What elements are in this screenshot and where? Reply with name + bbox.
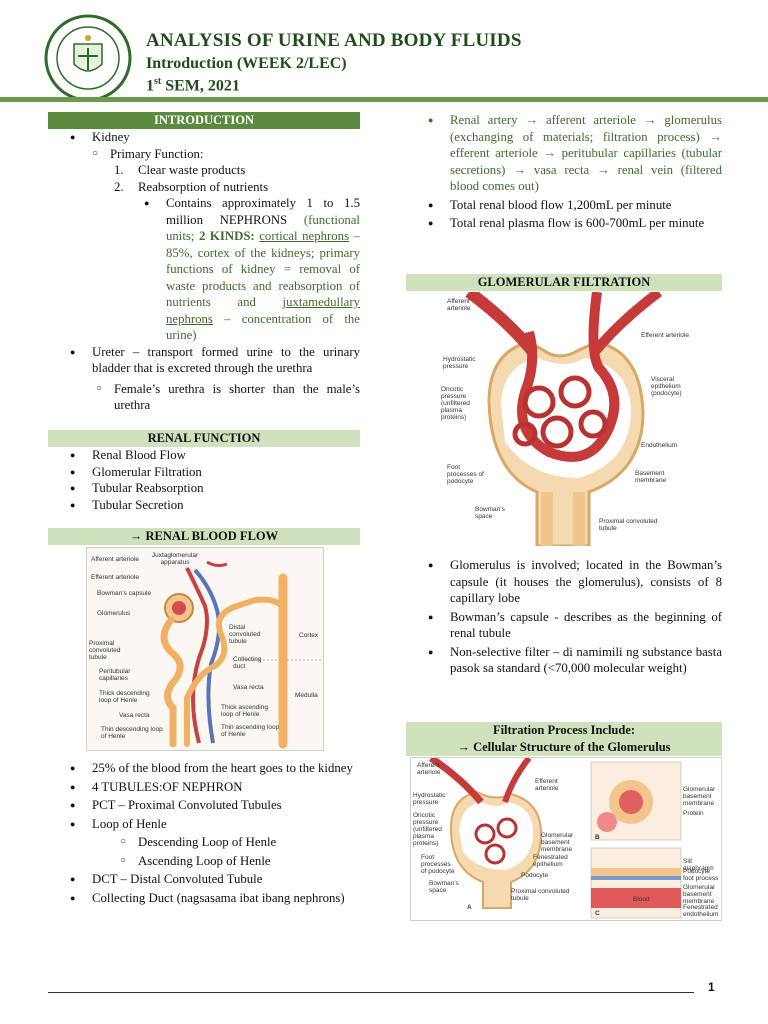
glomerulus-figure: Afferent arteriole Efferent arteriole Hy… <box>429 292 699 546</box>
cellular-structure-figure: Afferent arteriole Efferent arteriole Hy… <box>410 757 722 921</box>
list-item: Non-selective filter – di namimili ng su… <box>428 644 722 677</box>
list-item: Bowman’s capsule - describes as the begi… <box>428 609 722 642</box>
nephron-blood-flow-figure: Afferent arteriole Efferent arteriole Ju… <box>86 547 324 751</box>
list-item: Ascending Loop of Henle <box>120 853 360 870</box>
list-item: Total renal blood flow 1,200mL per minut… <box>428 197 722 214</box>
list-item-nephrons: Contains approximately 1 to 1.5 million … <box>144 195 360 344</box>
list-item: PCT – Proximal Convoluted Tubules <box>70 797 360 814</box>
list-item-ureter: Ureter – transport formed urine to the u… <box>70 344 360 377</box>
page-subtitle: Introduction (WEEK 2/LEC) <box>146 55 347 72</box>
list-item: Kidney <box>70 129 360 146</box>
page-title: ANALYSIS OF URINE AND BODY FLUIDS <box>146 30 522 51</box>
section-renal-blood-flow: → RENAL BLOOD FLOW <box>48 528 360 545</box>
glomerulus-content: Glomerulus is involved; located in the B… <box>406 557 722 677</box>
list-item: Tubular Reabsorption <box>70 480 360 497</box>
semester-label: 1st SEM, 2021 <box>146 76 240 95</box>
list-item-urethra: Female’s urethra is shorter than the mal… <box>96 381 360 414</box>
list-item: Glomerular Filtration <box>70 464 360 481</box>
list-item: Primary Function: <box>92 146 360 163</box>
section-renal-function: RENAL FUNCTION <box>48 430 360 447</box>
list-item: Loop of Henle <box>70 816 360 833</box>
list-item: 2.Reabsorption of nutrients <box>114 179 269 194</box>
list-item: DCT – Distal Convoluted Tubule <box>70 871 360 888</box>
header-divider <box>0 97 768 102</box>
list-item: 1.Clear waste products <box>114 163 246 177</box>
list-item: Tubular Secretion <box>70 497 360 514</box>
list-item: 4 TUBULES:OF NEPHRON <box>70 779 360 796</box>
renal-function-list: Renal Blood Flow Glomerular Filtration T… <box>48 447 360 513</box>
list-item: Collecting Duct (nagsasama ibat ibang ne… <box>70 890 360 907</box>
list-item: Total renal plasma flow is 600-700mL per… <box>428 215 722 232</box>
introduction-content: Kidney Primary Function: 1.Clear waste p… <box>48 129 360 414</box>
tubules-content: 25% of the blood from the heart goes to … <box>48 760 360 906</box>
list-item: Renal Blood Flow <box>70 447 360 464</box>
section-glomerular-filtration: GLOMERULAR FILTRATION <box>406 274 722 291</box>
list-item: Renal artery → afferent arteriole → glom… <box>428 112 722 195</box>
list-item: Descending Loop of Henle <box>120 834 360 851</box>
section-filtration-process: Filtration Process Include: <box>406 722 722 739</box>
footer-divider <box>48 992 694 993</box>
list-item: 25% of the blood from the heart goes to … <box>70 760 360 777</box>
page-number: 1 <box>708 980 715 994</box>
section-cellular-structure: → Cellular Structure of the Glomerulus <box>406 739 722 756</box>
university-seal <box>44 14 132 102</box>
renal-flow-content: Renal artery → afferent arteriole → glom… <box>406 112 722 232</box>
list-item: Glomerulus is involved; located in the B… <box>428 557 722 607</box>
section-introduction: INTRODUCTION <box>48 112 360 129</box>
